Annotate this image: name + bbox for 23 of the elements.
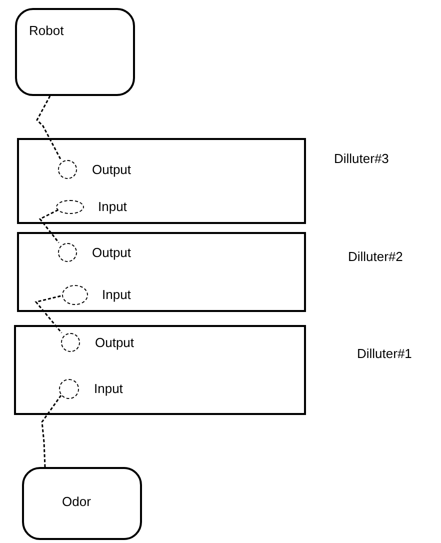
port-label: Input xyxy=(102,288,131,301)
port-circle xyxy=(59,379,79,399)
connector-line xyxy=(41,394,62,468)
connector-line xyxy=(36,95,62,160)
node-label: Odor xyxy=(62,495,91,508)
port-circle xyxy=(58,160,76,179)
port-label: Output xyxy=(92,246,132,258)
port-label: Output xyxy=(95,336,134,348)
port-label: Output xyxy=(92,162,132,176)
dilluter-label: Dilluter#2 xyxy=(348,250,403,263)
connector-line xyxy=(38,209,60,244)
connector-line xyxy=(34,295,62,334)
dilluter-label: Dilluter#3 xyxy=(334,152,389,165)
port-circle xyxy=(62,285,88,305)
port-circle xyxy=(58,243,76,262)
port-label: Input xyxy=(94,382,123,395)
rounded-box xyxy=(15,8,135,96)
node-label: Robot xyxy=(29,24,64,37)
port-circle xyxy=(60,333,80,352)
dilluter-label: Dilluter#1 xyxy=(357,347,412,360)
port-circle xyxy=(56,200,84,214)
rounded-box xyxy=(22,467,142,540)
port-label: Input xyxy=(98,200,127,213)
